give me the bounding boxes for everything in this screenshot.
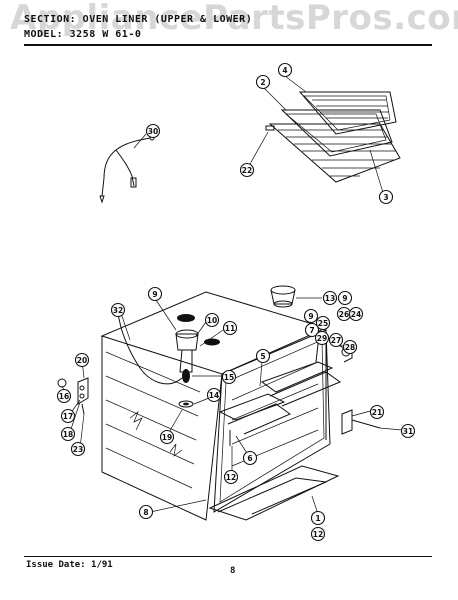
- callout-label: 31: [403, 427, 413, 436]
- callout-14: 14: [206, 387, 222, 403]
- broil-pan-assembly: [265, 91, 401, 183]
- callout-31: 31: [400, 423, 416, 439]
- callout-4: 4: [277, 62, 293, 78]
- callout-5: 5: [255, 348, 271, 364]
- section-title: SECTION: OVEN LINER (UPPER & LOWER): [24, 14, 253, 25]
- callout-9: 9: [337, 290, 353, 306]
- callout-22: 22: [239, 162, 255, 178]
- callout-label: 7: [309, 326, 314, 335]
- callout-label: 12: [226, 473, 236, 482]
- callout-label: 5: [260, 352, 265, 361]
- capillary-tube: [117, 311, 183, 385]
- watermark: AppliancePartsPros.com: [10, 0, 458, 38]
- callout-15: 15: [221, 369, 237, 385]
- callout-label: 12: [313, 530, 323, 539]
- callout-16: 16: [56, 388, 72, 404]
- callout-label: 24: [351, 310, 361, 319]
- callout-label: 29: [317, 334, 327, 343]
- model-line: MODEL: 3258 W 61-0: [24, 29, 142, 40]
- callout-label: 3: [383, 193, 388, 202]
- burner-components: [175, 329, 199, 408]
- lower-element: [208, 465, 340, 521]
- callout-29: 29: [314, 330, 330, 346]
- callout-20: 20: [74, 352, 90, 368]
- callout-26: 26: [336, 306, 352, 322]
- callout-label: 13: [325, 294, 335, 303]
- callout-8: 8: [138, 504, 154, 520]
- callout-12: 12: [223, 469, 239, 485]
- callout-label: 30: [148, 127, 158, 136]
- callout-label: 9: [152, 290, 157, 299]
- callout-17: 17: [60, 408, 76, 424]
- callout-label: 2: [260, 78, 265, 87]
- callout-18: 18: [60, 426, 76, 442]
- callout-1: 1: [310, 510, 326, 526]
- callout-27: 27: [328, 332, 344, 348]
- callout-label: 15: [224, 373, 234, 382]
- callout-19: 19: [159, 429, 175, 445]
- callout-12: 12: [310, 526, 326, 542]
- light-socket: [270, 285, 296, 308]
- callout-30: 30: [145, 123, 161, 139]
- callout-21: 21: [369, 404, 385, 420]
- callout-3: 3: [378, 189, 394, 205]
- callout-label: 19: [162, 433, 172, 442]
- callout-6: 6: [242, 450, 258, 466]
- footer-rule: [24, 556, 432, 557]
- callout-7: 7: [304, 322, 320, 338]
- callout-11: 11: [222, 320, 238, 336]
- callout-label: 21: [372, 408, 382, 417]
- issue-date: Issue Date: 1/91: [26, 560, 113, 570]
- callout-2: 2: [255, 74, 271, 90]
- callout-label: 17: [63, 412, 73, 421]
- hinge-bracket: [57, 377, 89, 415]
- pan-grid-holes: [312, 99, 389, 125]
- callout-label: 11: [225, 324, 235, 333]
- callout-label: 22: [242, 166, 252, 175]
- callout-label: 1: [315, 514, 320, 523]
- bake-element: [218, 393, 292, 446]
- rack-supports: [105, 351, 319, 489]
- callout-label: 6: [247, 454, 252, 463]
- broil-element: [260, 343, 342, 407]
- side-bracket: [336, 345, 381, 435]
- callout-label: 23: [73, 445, 83, 454]
- callout-label: 10: [207, 316, 217, 325]
- callout-label: 9: [308, 312, 313, 321]
- callout-label: 27: [331, 336, 341, 345]
- callout-10: 10: [204, 312, 220, 328]
- callout-24: 24: [348, 306, 364, 322]
- rack-wires: [278, 129, 396, 177]
- callout-label: 26: [339, 310, 349, 319]
- callout-9: 9: [303, 308, 319, 324]
- callout-32: 32: [110, 302, 126, 318]
- callout-label: 18: [63, 430, 73, 439]
- callout-9: 9: [147, 286, 163, 302]
- callout-23: 23: [70, 441, 86, 457]
- callout-28: 28: [342, 339, 358, 355]
- callout-label: 4: [282, 66, 287, 75]
- callout-label: 9: [342, 294, 347, 303]
- header-rule: [24, 44, 432, 46]
- callout-label: 28: [345, 343, 355, 352]
- leader-lines: [61, 75, 403, 515]
- page-number: 8: [230, 566, 236, 576]
- callout-label: 8: [143, 508, 148, 517]
- callout-label: 20: [77, 356, 87, 365]
- callout-label: 32: [113, 306, 123, 315]
- oven-liner: [100, 291, 331, 521]
- callout-label: 16: [59, 392, 69, 401]
- callout-label: 25: [318, 319, 328, 328]
- callout-25: 25: [315, 315, 331, 331]
- callout-label: 14: [209, 391, 219, 400]
- callout-13: 13: [322, 290, 338, 306]
- thermostat-sensor: [99, 135, 155, 204]
